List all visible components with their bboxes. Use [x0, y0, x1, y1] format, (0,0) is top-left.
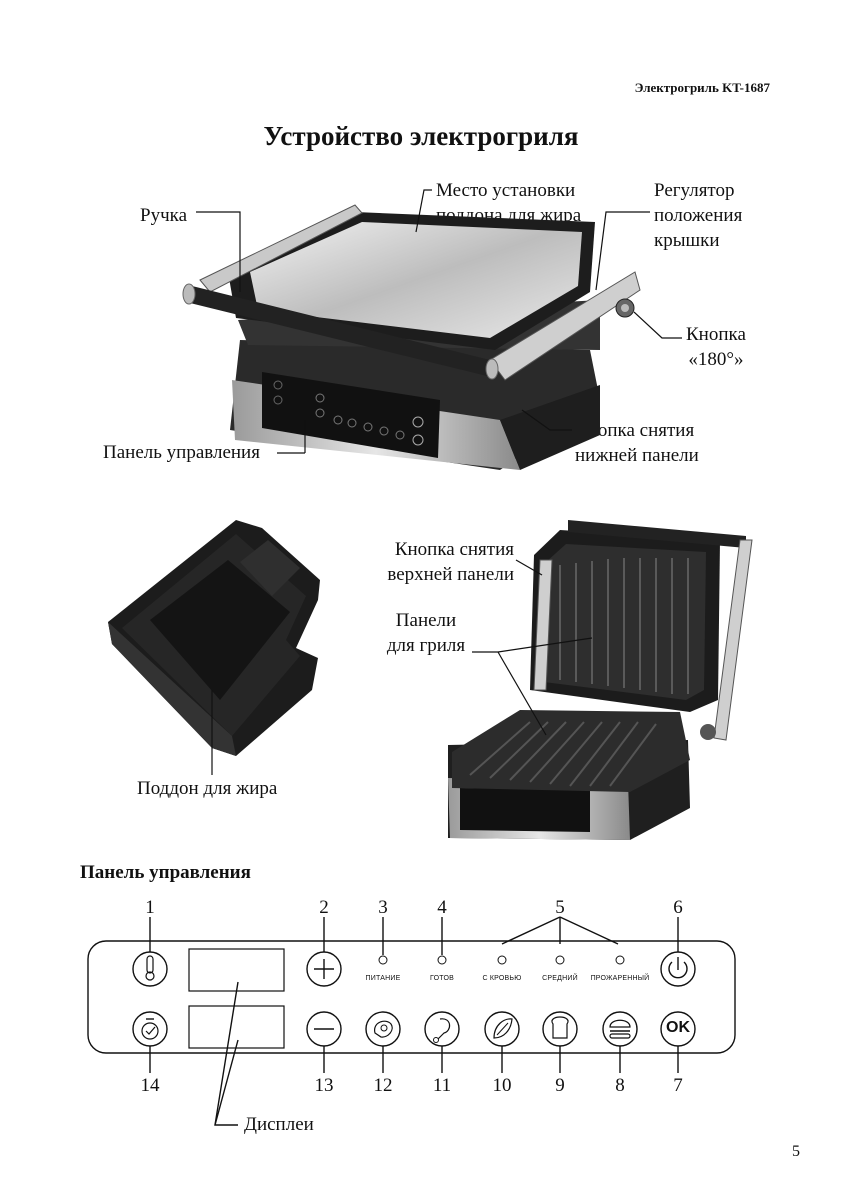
callout-number: 12	[373, 1075, 393, 1096]
callout-number: 6	[673, 897, 683, 918]
page-title: Устройство электрогриля	[263, 121, 579, 151]
callout-number: 13	[314, 1075, 334, 1096]
callout-number: 11	[432, 1075, 452, 1096]
control-panel-diagram	[87, 916, 736, 1126]
callout-number: 10	[492, 1075, 512, 1096]
callout-number: 2	[319, 897, 329, 918]
section-title: Панель управления	[80, 862, 251, 883]
label-handle: Ручка	[140, 205, 187, 226]
callout-number: 3	[378, 897, 388, 918]
steak-icon	[365, 1011, 401, 1047]
drip-tray-image	[108, 520, 320, 756]
indicator-label-rare: С КРОВЬЮ	[482, 975, 522, 982]
drumstick-icon	[424, 1011, 460, 1047]
thermometer-icon	[132, 951, 168, 987]
label-button-180: Кнопка«180°»	[686, 324, 746, 370]
grill-open-image	[448, 520, 753, 840]
page-number: 5	[792, 1143, 800, 1160]
callout-number: 14	[140, 1075, 160, 1096]
indicator-label-ready: ГОТОВ	[430, 975, 454, 982]
callout-number: 5	[555, 897, 565, 918]
indicator-label-medium: СРЕДНИЙ	[542, 975, 578, 982]
burger-icon	[602, 1011, 638, 1047]
document-header: Электрогриль KT-1687	[634, 80, 770, 95]
label-displays: Дисплеи	[244, 1114, 314, 1135]
callout-number: 4	[437, 897, 447, 918]
timer-icon	[132, 1011, 168, 1047]
callout-number: 1	[145, 897, 155, 918]
indicator-label-power: ПИТАНИЕ	[365, 975, 401, 982]
label-control-panel: Панель управления	[103, 442, 260, 463]
callout-number: 7	[673, 1075, 683, 1096]
grill-closed-image	[182, 204, 641, 470]
ok-label: OK	[666, 1019, 690, 1036]
indicator-label-well-done: ПРОЖАРЕННЫЙ	[590, 975, 650, 982]
callout-number: 8	[615, 1075, 625, 1096]
callout-number: 9	[555, 1075, 565, 1096]
label-drip-tray: Поддон для жира	[137, 778, 278, 799]
